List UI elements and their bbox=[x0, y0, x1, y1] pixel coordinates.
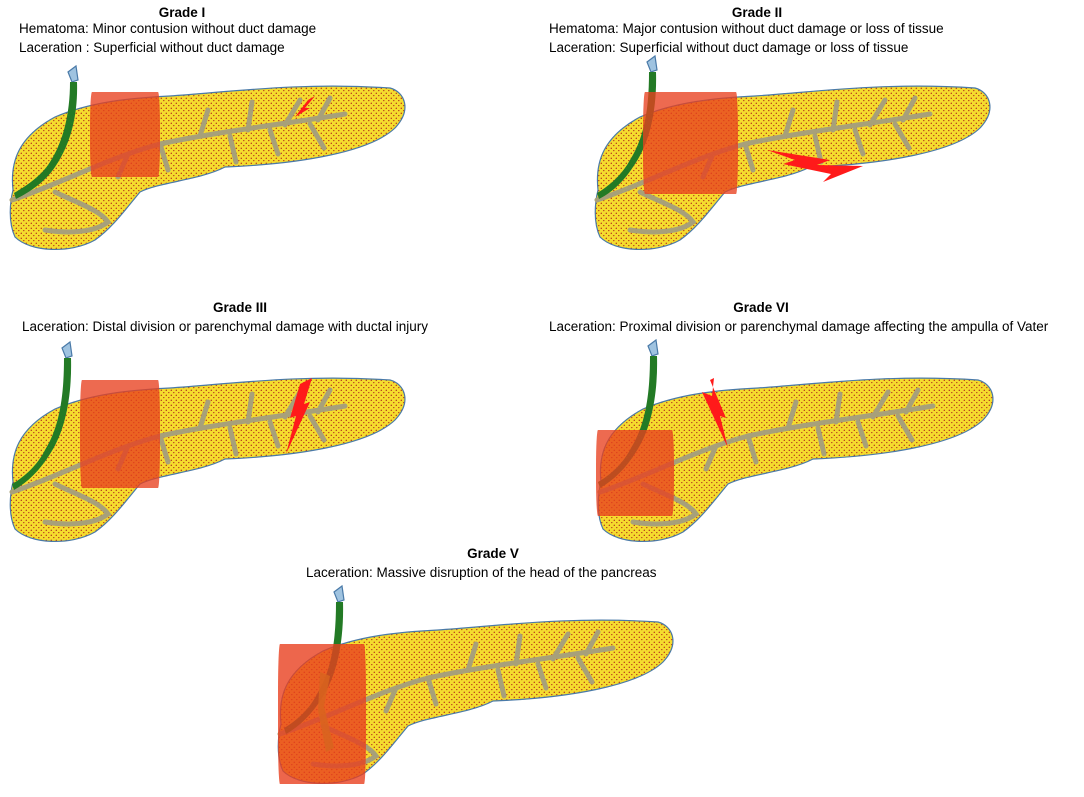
grade-5-laceration-caption: Laceration: Massive disruption of the he… bbox=[306, 565, 657, 580]
pancreas-grade-1 bbox=[9, 64, 406, 250]
pancreas-grade-3 bbox=[9, 340, 406, 542]
grade-2-hematoma-caption: Hematoma: Major contusion without duct d… bbox=[549, 21, 944, 36]
laceration-proximal-division bbox=[702, 378, 728, 448]
grade-1-title: Grade I bbox=[158, 5, 206, 20]
grade-1-hematoma-caption: Hematoma: Minor contusion without duct d… bbox=[19, 21, 317, 36]
pancreas-grade-2 bbox=[594, 54, 991, 250]
bile-duct bbox=[14, 64, 79, 199]
hematoma-major bbox=[643, 92, 738, 194]
laceration-superficial bbox=[767, 150, 863, 182]
pancreas-grade-4 bbox=[596, 338, 994, 542]
pancreas-body bbox=[597, 377, 994, 542]
grade-1-laceration-caption: Laceration : Superficial without duct da… bbox=[19, 40, 285, 55]
pancreatic-duct bbox=[9, 387, 348, 527]
laceration-superficial bbox=[295, 96, 315, 117]
grade-4-laceration-caption: Laceration: Proximal division or parench… bbox=[549, 319, 1049, 334]
grade-3-laceration-caption: Laceration: Distal division or parenchym… bbox=[22, 319, 428, 334]
pancreas-grade-5 bbox=[277, 584, 674, 784]
bile-duct bbox=[12, 340, 73, 490]
laceration-distal-division bbox=[286, 378, 312, 454]
laceration-head-disruption bbox=[318, 672, 334, 752]
hematoma-minor bbox=[90, 92, 160, 177]
pancreatic-duct bbox=[9, 95, 348, 235]
grade-2-laceration-caption: Laceration: Superficial without duct dam… bbox=[549, 40, 909, 55]
hematoma bbox=[80, 380, 160, 488]
grade-5-title: Grade V bbox=[467, 546, 519, 561]
grade-2-title: Grade II bbox=[731, 5, 783, 20]
grade-3-title: Grade III bbox=[212, 300, 268, 315]
hematoma-head bbox=[596, 430, 674, 516]
grade-4-title: Grade VI bbox=[733, 300, 789, 315]
